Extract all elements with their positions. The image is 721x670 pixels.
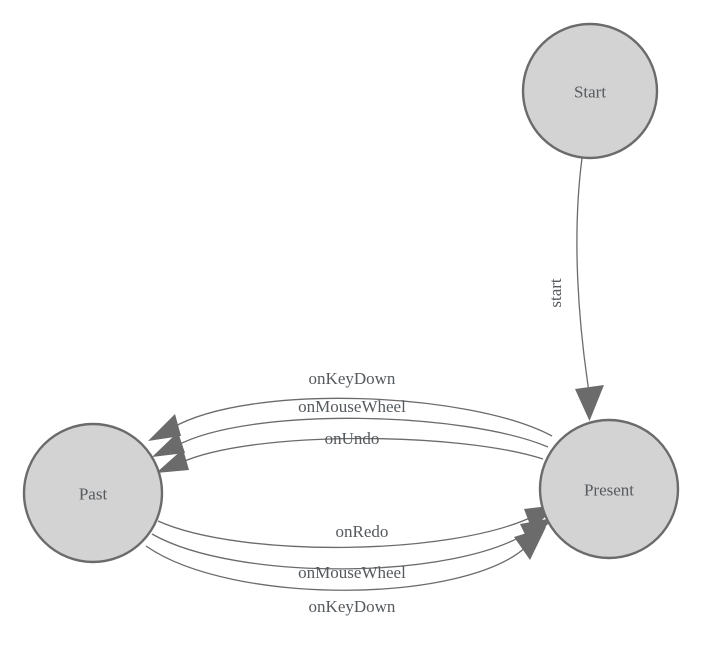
edge-present-to-past-onmousewheel[interactable]: onMouseWheel bbox=[152, 397, 549, 457]
node-present[interactable]: Present bbox=[538, 418, 680, 560]
edge-past-to-present-2-path bbox=[151, 530, 531, 570]
arrowhead-start-to-present bbox=[575, 385, 604, 421]
node-past[interactable]: Past bbox=[22, 422, 164, 564]
arrowhead-present-to-past-2 bbox=[152, 432, 185, 457]
edge-present-to-past-2-path bbox=[175, 417, 549, 448]
node-start-label: Start bbox=[574, 83, 606, 102]
arrowhead-present-to-past-3 bbox=[156, 449, 189, 473]
node-past-label: Past bbox=[79, 485, 108, 504]
edge-label-present-past-3: onUndo bbox=[325, 429, 380, 448]
node-start-circle bbox=[521, 22, 659, 160]
edge-present-to-past-3-path bbox=[179, 437, 544, 464]
edge-present-to-past-onkeydown[interactable]: onKeyDown bbox=[148, 369, 553, 441]
node-present-label: Present bbox=[584, 481, 634, 500]
edge-label-past-present-1: onRedo bbox=[336, 522, 389, 541]
edge-label-start: start bbox=[546, 278, 565, 308]
edge-label-present-past-2: onMouseWheel bbox=[298, 397, 406, 416]
edge-start-to-present[interactable]: start bbox=[546, 157, 604, 421]
edge-label-past-present-3: onKeyDown bbox=[309, 597, 396, 616]
edge-present-to-past-onundo[interactable]: onUndo bbox=[156, 429, 544, 473]
node-past-circle bbox=[22, 422, 164, 564]
edge-past-to-present-3-path bbox=[145, 545, 528, 591]
edge-label-present-past-1: onKeyDown bbox=[309, 369, 396, 388]
arrowhead-past-to-present-3 bbox=[514, 527, 546, 560]
arrowhead-present-to-past-1 bbox=[148, 414, 181, 441]
edge-present-to-past-1-path bbox=[171, 397, 553, 437]
edge-past-to-present-onredo[interactable]: onRedo bbox=[157, 505, 557, 549]
edge-label-past-present-2: onMouseWheel bbox=[298, 563, 406, 582]
node-start[interactable]: Start bbox=[521, 22, 659, 160]
edge-start-to-present-path bbox=[576, 157, 590, 393]
node-present-circle bbox=[538, 418, 680, 560]
edge-past-to-present-onkeydown[interactable]: onKeyDown bbox=[145, 527, 546, 616]
edge-past-to-present-1-path bbox=[157, 515, 535, 549]
